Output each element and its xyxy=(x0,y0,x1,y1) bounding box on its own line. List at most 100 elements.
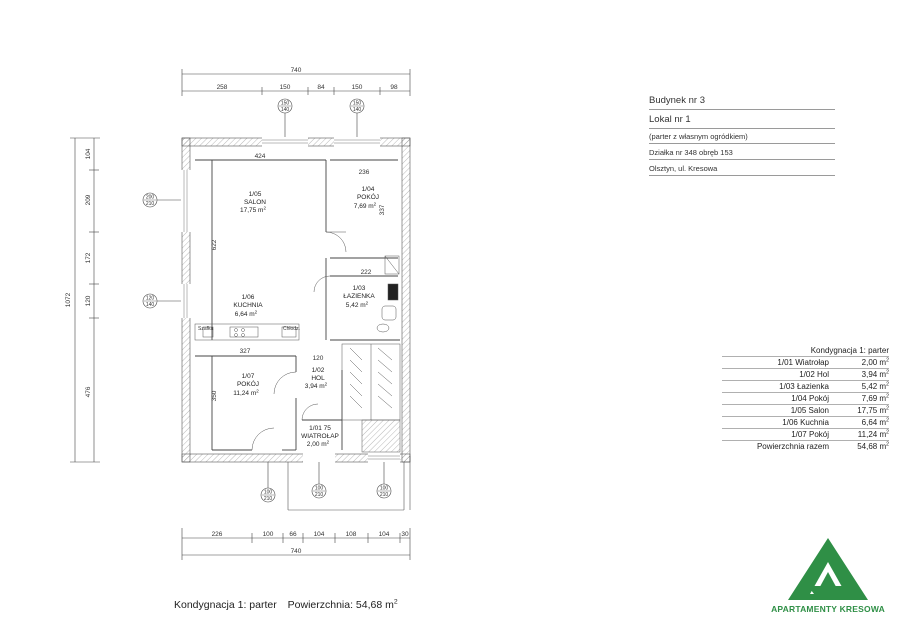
svg-text:140: 140 xyxy=(353,107,362,113)
room-name-kuchnia: KUCHNIA xyxy=(233,302,263,309)
level-caption: Kondygnacja 1: parter xyxy=(174,599,277,611)
dim-lazienka-width: 222 xyxy=(361,269,372,276)
left-dimensions xyxy=(70,137,100,463)
room-id-salon: 1/05 xyxy=(249,191,262,198)
room-name-hol: HOL xyxy=(311,375,325,382)
staircase xyxy=(341,343,401,453)
top-dimensions xyxy=(181,69,411,140)
brand-logo xyxy=(788,538,868,600)
bottom-dim-3: 66 xyxy=(289,531,297,538)
svg-text:200: 200 xyxy=(146,195,155,201)
left-dim-5: 476 xyxy=(85,386,92,397)
table-row: 1/04 Pokój 7,69 m2 xyxy=(722,393,889,405)
svg-text:210: 210 xyxy=(380,492,389,498)
room-id-pokoj: 1/04 xyxy=(362,186,375,193)
room-id-lazienka: 1/03 xyxy=(353,285,366,292)
room-area-pokoj-2: 11,24 m2 xyxy=(233,389,259,398)
bottom-dim-5: 108 xyxy=(346,531,357,538)
dim-pokoj-width: 236 xyxy=(359,169,370,176)
svg-text:150: 150 xyxy=(281,101,290,107)
bottom-dim-4: 104 xyxy=(314,531,325,538)
svg-text:140: 140 xyxy=(281,107,290,113)
door-marker-2: 100 210 xyxy=(311,462,327,499)
room-area-hol: 3,94 m2 xyxy=(305,382,328,391)
door-marker-1: 100 210 xyxy=(260,462,276,503)
svg-text:210: 210 xyxy=(264,496,273,502)
svg-text:150: 150 xyxy=(353,101,362,107)
room-id-hol: 1/02 xyxy=(312,367,325,374)
window-marker-top-1: 150 140 xyxy=(277,98,293,114)
table-row: 1/07 Pokój 11,24 m2 xyxy=(722,429,889,441)
table-total-row: Powierzchnia razem 54,68 m2 xyxy=(756,441,889,451)
top-total-dim: 740 xyxy=(291,67,302,74)
bottom-dim-2: 100 xyxy=(263,531,274,538)
svg-text:100: 100 xyxy=(264,490,273,496)
room-id-wiatrolap: 1/01 75 xyxy=(309,425,331,432)
room-area-pokoj: 7,69 m2 xyxy=(354,202,377,211)
window-marker-left-2: 120 140 xyxy=(142,293,183,309)
room-area-salon: 17,75 m2 xyxy=(240,206,267,215)
svg-text:100: 100 xyxy=(380,486,389,492)
table-row: 1/02 Hol 3,94 m2 xyxy=(722,369,889,381)
window-marker-left-1: 200 210 xyxy=(142,192,183,208)
left-total-dim: 1072 xyxy=(65,292,72,307)
left-dim-3: 172 xyxy=(85,252,92,263)
room-area-wiatrolap: 2,00 m2 xyxy=(307,440,330,449)
bottom-dimensions xyxy=(181,528,411,560)
brand-name: APARTAMENTY KRESOWA xyxy=(771,604,885,614)
room-name-pokoj: POKÓJ xyxy=(357,192,379,201)
top-dim-3: 84 xyxy=(317,84,325,91)
svg-text:140: 140 xyxy=(146,302,155,308)
building-label: Budynek nr 3 xyxy=(649,93,835,110)
room-name-salon: SALON xyxy=(244,199,266,206)
svg-text:100: 100 xyxy=(315,486,324,492)
room-area-lazienka: 5,42 m2 xyxy=(346,301,369,310)
window-marker-top-2: 150 140 xyxy=(349,98,365,114)
left-dim-2: 209 xyxy=(85,194,92,205)
left-dim-4: 120 xyxy=(85,295,92,306)
unit-label: Lokal nr 1 xyxy=(649,112,835,129)
dim-salon-width: 424 xyxy=(255,153,266,160)
dim-pokoj2-height: 350 xyxy=(211,390,218,401)
dim-pokoj-height: 337 xyxy=(379,204,386,215)
bottom-dim-6: 104 xyxy=(379,531,390,538)
kitchen-counter xyxy=(194,323,300,341)
terrace xyxy=(287,456,411,511)
top-dim-1: 258 xyxy=(217,84,228,91)
top-dim-5: 98 xyxy=(390,84,398,91)
plot-label: Działka nr 348 obręb 153 xyxy=(649,146,835,160)
bathroom-fixtures xyxy=(376,255,400,333)
bottom-total-dim: 740 xyxy=(291,548,302,555)
door-marker-3: 100 210 xyxy=(376,462,392,499)
svg-text:210: 210 xyxy=(315,492,324,498)
door-swings xyxy=(251,231,347,451)
area-table-header: Kondygnacja 1: parter xyxy=(722,345,889,357)
svg-text:120: 120 xyxy=(146,296,155,302)
svg-text:210: 210 xyxy=(146,201,155,207)
room-name-wiatrolap: WIATROŁAP xyxy=(301,433,339,440)
area-caption: Powierzchnia: 54,68 m2 xyxy=(287,598,398,611)
kitchen-appliance-label-2: Chłodz. xyxy=(283,326,300,332)
kitchen-appliance-label-1: Szafka xyxy=(198,326,214,332)
dim-hol-width: 120 xyxy=(313,355,324,362)
left-dim-1: 104 xyxy=(85,148,92,159)
room-id-pokoj-2: 1/07 xyxy=(242,373,255,380)
bottom-dim-1: 226 xyxy=(212,531,223,538)
walls xyxy=(181,137,411,463)
room-name-pokoj-2: POKÓJ xyxy=(237,379,259,388)
address-label: Olsztyn, ul. Kresowa xyxy=(649,162,835,176)
top-dim-4: 150 xyxy=(352,84,363,91)
bottom-dim-7: 30 xyxy=(401,531,409,538)
room-name-lazienka: ŁAZIENKA xyxy=(343,293,375,300)
table-row: 1/05 Salon 17,75 m2 xyxy=(722,405,889,417)
dim-kitchen-width: 327 xyxy=(240,348,251,355)
dim-salon-height: 622 xyxy=(211,239,218,250)
top-dim-2: 150 xyxy=(280,84,291,91)
room-area-kuchnia: 6,64 m2 xyxy=(235,310,258,319)
table-row: 1/03 Łazienka 5,42 m2 xyxy=(722,381,889,393)
plan-caption: Kondygnacja 1: parter Powierzchnia: 54,6… xyxy=(174,599,398,611)
room-id-kuchnia: 1/06 xyxy=(242,294,255,301)
table-row: 1/01 Wiatrołap 2,00 m2 xyxy=(722,357,889,369)
interior-walls xyxy=(195,159,400,451)
